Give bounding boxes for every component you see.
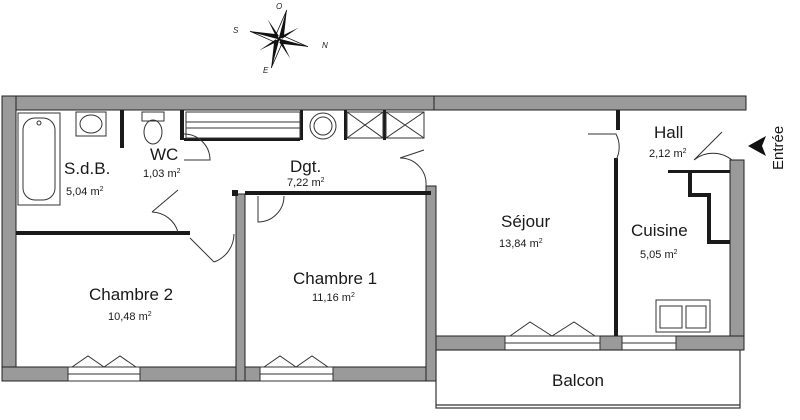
balcony-outline [435,349,741,409]
bottom-wall-mid [599,335,623,351]
room-name-balcon: Balcon [552,371,604,390]
left-wall [1,95,17,382]
compass-north-label: N [322,41,328,50]
top-wall-left [1,95,435,111]
entrance-label: Entrée [770,125,787,170]
compass-west-label: O [276,2,283,11]
bathroom-sink [75,111,107,137]
top-wall-right [433,95,747,111]
room-area-cuisine: 5,05 m2 [640,249,678,261]
kitchen-sink [655,299,711,333]
room-area-chambre2: 10,48 m2 [108,311,152,323]
room-name-hall: Hall [654,123,684,142]
closets [185,111,425,140]
entrance-arrow-icon [748,136,766,156]
compass-rose-icon [249,9,309,69]
bottom-wall-seg1 [1,366,69,382]
room-name-sdb: S.d.B. [64,159,111,178]
right-wall [729,159,745,351]
room-name-cuisine: Cuisine [631,221,688,240]
compass-south-label: S [233,26,239,35]
room-area-wc: 1,03 m2 [143,168,181,180]
interior-walls [16,110,730,336]
bottom-wall-cuisine-right [675,335,745,351]
bathtub [17,112,61,206]
toilet [141,111,165,145]
room-area-chambre1: 11,16 m2 [312,292,355,304]
windows [67,321,677,382]
room-area-sejour: 13,84 m2 [499,238,543,250]
wall-chambre2-chambre1 [235,193,246,382]
room-name-sejour: Séjour [501,212,551,231]
bottom-wall-seg3 [332,366,434,382]
wall-chambre1-sejour [425,185,437,382]
room-name-chambre2: Chambre 2 [89,285,174,304]
room-name-wc: WC [150,145,179,164]
room-name-chambre1: Chambre 1 [293,269,378,288]
room-area-sdb: 5,04 m2 [66,186,104,198]
room-area-dgt: 7,22 m2 [287,177,325,189]
bottom-wall-sejour-left [432,335,506,351]
door-swings [151,131,733,263]
room-name-dgt: Dgt. [290,157,322,176]
compass-east-label: E [263,66,269,75]
exterior-walls [1,95,747,382]
room-area-hall: 2,12 m2 [649,148,687,160]
